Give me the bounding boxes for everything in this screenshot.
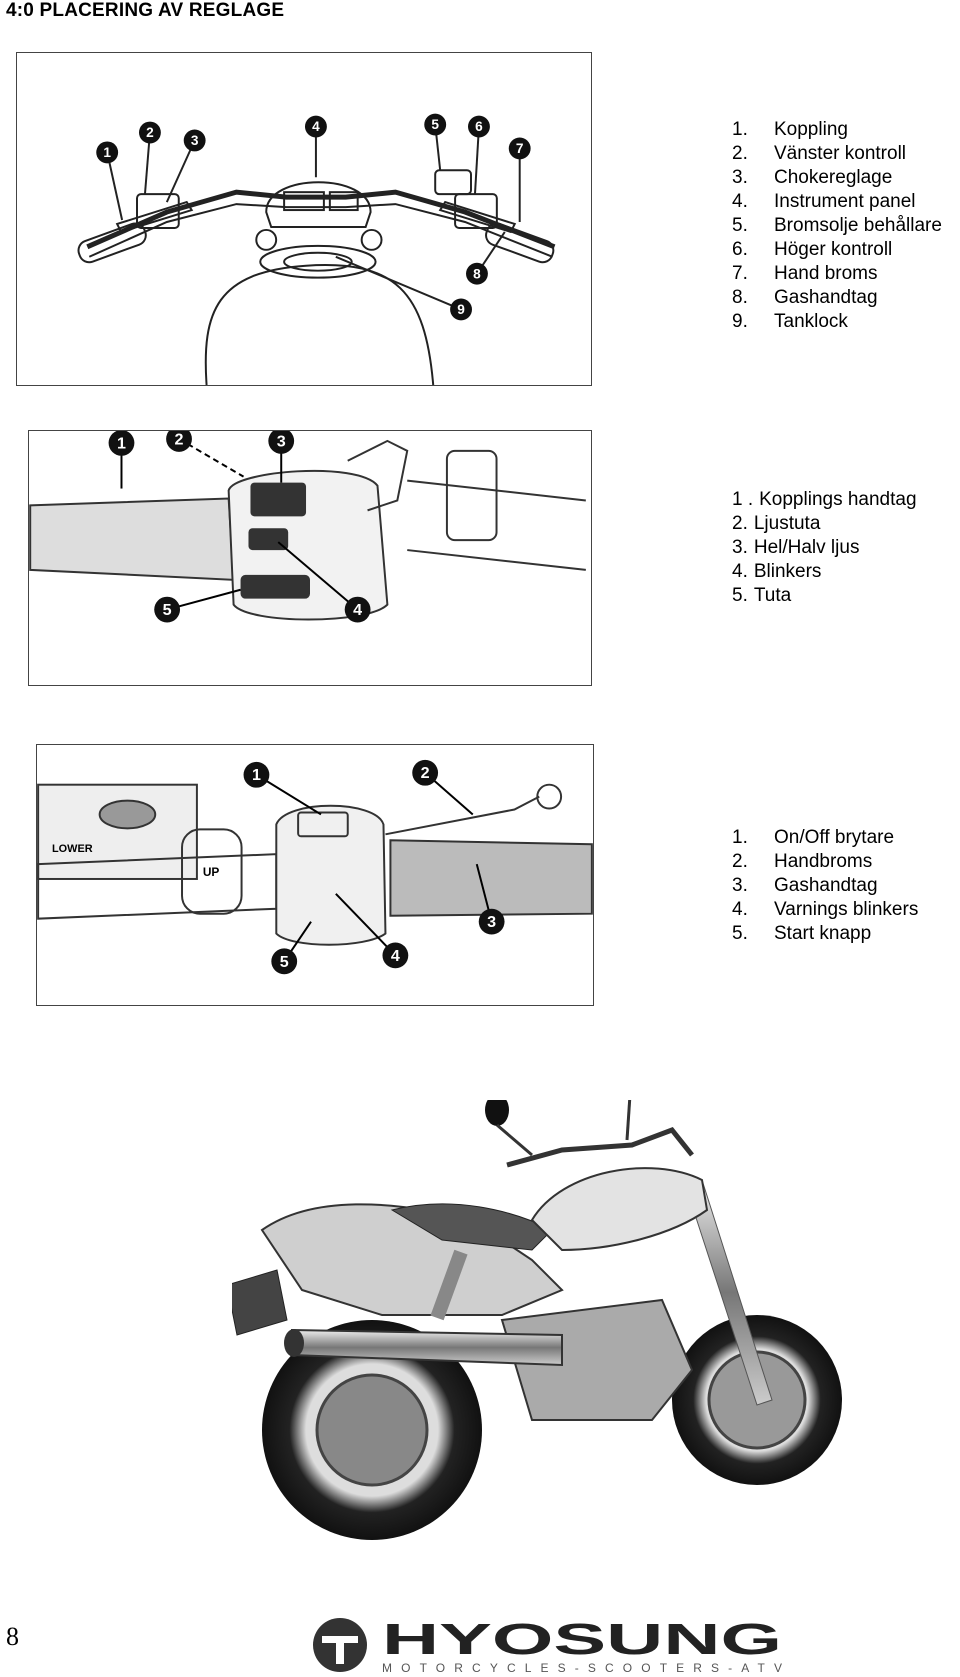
section-heading: 4:0 PLACERING AV REGLAGE [6, 0, 285, 21]
brand-name: HYOSUNG [382, 1616, 782, 1664]
turn-signal-button [248, 528, 289, 551]
legend-item: 2.Ljustuta [732, 513, 821, 534]
svg-text:4: 4 [391, 947, 400, 965]
horn-button [240, 574, 310, 599]
handlebar-overview-diagram: 1 2 3 4 5 6 7 8 9 [16, 52, 592, 386]
legend-item: 1.On/Off brytare [732, 827, 895, 848]
legend-item: 3.Chokereglage [732, 167, 893, 188]
svg-text:5: 5 [163, 601, 172, 619]
on-off-switch [297, 811, 349, 838]
callout-2: 2 [412, 759, 439, 786]
engine [500, 1298, 694, 1421]
callout-1: 1 [108, 431, 135, 456]
callout-8: 8 [466, 262, 488, 285]
left-switch-diagram: 1 2 3 4 5 [28, 430, 592, 686]
figure1-legend: 1.Koppling 2.Vänster kontroll 3.Chokereg… [732, 118, 942, 334]
svg-text:7: 7 [516, 141, 524, 156]
legend-item: 5.Bromsolje behållare [732, 215, 942, 236]
legend-item: 9.Tanklock [732, 311, 848, 332]
legend-item: 2.Vänster kontroll [732, 143, 907, 164]
legend-item: 8.Gashandtag [732, 287, 878, 308]
figure3-legend: 1.On/Off brytare 2.Handbroms 3.Gashandta… [732, 826, 918, 946]
left-switch-drawing: 1 2 3 4 5 [29, 431, 586, 623]
svg-text:2: 2 [421, 764, 430, 782]
legend-item: 4. Blinkers [732, 561, 822, 582]
legend-item: 7.Hand broms [732, 263, 878, 284]
callout-5: 5 [424, 113, 447, 136]
svg-text:3: 3 [191, 133, 199, 148]
fuel-tank [530, 1167, 709, 1252]
svg-text:5: 5 [280, 953, 289, 971]
callout-5: 5 [154, 596, 181, 623]
legend-item: 1 .Kopplings handtag [732, 489, 917, 510]
right-switch-diagram: 1 2 3 4 5 LOWER UP [36, 744, 594, 1006]
legend-item: 4.Instrument panel [732, 191, 916, 212]
svg-text:1: 1 [117, 434, 126, 452]
svg-text:6: 6 [475, 119, 483, 134]
svg-text:1: 1 [103, 145, 111, 160]
page-number: 8 [6, 1622, 19, 1651]
svg-text:3: 3 [277, 432, 286, 450]
callout-5: 5 [271, 948, 298, 975]
callout-4: 4 [382, 942, 409, 969]
handlebar-overview-drawing: 1 2 3 4 5 6 7 8 9 [77, 113, 556, 385]
figure2-legend: 1 .Kopplings handtag 2.Ljustuta 3.Hel/Ha… [732, 488, 917, 608]
legend-item: 4.Varnings blinkers [732, 899, 919, 920]
right-switch-drawing: 1 2 3 4 5 LOWER UP [37, 759, 593, 975]
callout-1: 1 [243, 761, 270, 788]
callout-2: 2 [166, 431, 192, 452]
legend-item: 5. Tuta [732, 585, 792, 606]
svg-text:2: 2 [146, 125, 154, 140]
svg-text:9: 9 [457, 302, 465, 317]
callout-9: 9 [450, 298, 472, 321]
motorcycle-image [232, 1100, 842, 1540]
callout-6: 6 [468, 115, 490, 138]
callout-3: 3 [268, 431, 295, 454]
svg-text:8: 8 [473, 266, 481, 281]
svg-text:5: 5 [431, 117, 439, 132]
svg-text:3: 3 [487, 913, 496, 931]
svg-text:1: 1 [252, 766, 261, 784]
callout-7: 7 [508, 137, 531, 160]
reservoir-lower-label: LOWER [52, 843, 93, 855]
callout-3: 3 [183, 129, 206, 152]
callout-2: 2 [138, 121, 161, 144]
callout-3: 3 [478, 908, 505, 935]
svg-text:2: 2 [175, 431, 184, 448]
callout-4: 4 [304, 115, 327, 138]
legend-item: 3.Gashandtag [732, 875, 878, 896]
legend-item: 3.Hel/Halv ljus [732, 537, 860, 558]
legend-item: 1.Koppling [732, 119, 848, 140]
hi-lo-beam-button [250, 482, 307, 517]
callout-1: 1 [96, 141, 119, 164]
hyosung-logo: HYOSUNG MOTORCYCLES-SCOOTERS-ATV [313, 1616, 782, 1674]
legend-item: 5.Start knapp [732, 923, 872, 944]
legend-item: 2.Handbroms [732, 851, 873, 872]
svg-text:4: 4 [312, 119, 320, 134]
svg-text:4: 4 [353, 601, 362, 619]
legend-item: 6.Höger kontroll [732, 239, 893, 260]
callout-4: 4 [344, 596, 371, 623]
switch-up-label: UP [203, 865, 220, 879]
